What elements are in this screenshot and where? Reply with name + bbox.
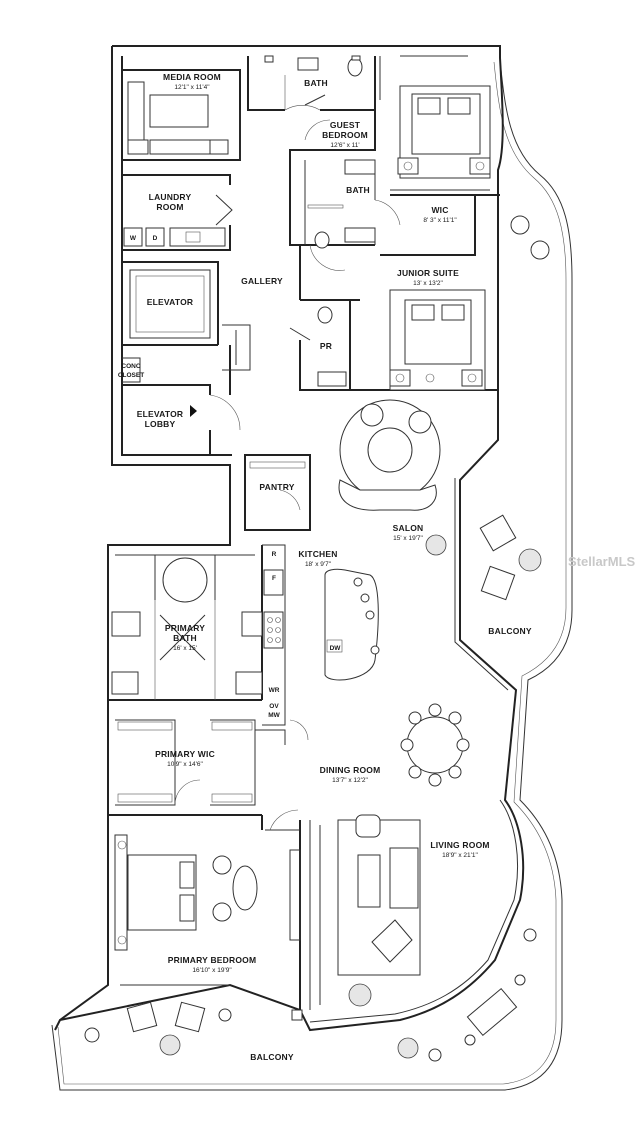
balcony-right-label: BALCONY bbox=[488, 626, 532, 636]
junior-suite-dim: 13' x 13'2" bbox=[413, 280, 443, 287]
balcony-left-furniture bbox=[84, 1001, 303, 1056]
guest-bed bbox=[397, 85, 491, 179]
primary-wic-label: PRIMARY WIC bbox=[155, 749, 215, 759]
kitchen-label: KITCHEN bbox=[298, 549, 337, 559]
elevator-label: ELEVATOR bbox=[147, 297, 193, 307]
dining-table bbox=[400, 703, 470, 787]
dryer-label: D bbox=[153, 235, 158, 242]
living-furniture bbox=[337, 814, 421, 1059]
guest-bedroom-label-1: GUEST bbox=[330, 120, 361, 130]
primary-wic-shelves bbox=[117, 721, 253, 803]
balcony-rail-right bbox=[51, 59, 573, 1091]
laundry-label-1: LAUNDRY bbox=[149, 192, 192, 202]
primary-bedroom-dim: 16'10" x 19'9" bbox=[192, 967, 232, 974]
bath-mid-fixtures bbox=[307, 159, 376, 249]
media-room-dim: 12'1" x 11'4" bbox=[174, 84, 210, 91]
bath-mid-label: BATH bbox=[346, 185, 370, 195]
junior-bed bbox=[389, 289, 486, 391]
door-swings bbox=[174, 75, 401, 831]
dishwasher-label: DW bbox=[330, 645, 342, 652]
bath-top-label: BATH bbox=[304, 78, 328, 88]
interior-walls bbox=[108, 55, 500, 1010]
conc-closet-label-2: CLOSET bbox=[118, 372, 144, 379]
oven-label: OV bbox=[269, 703, 279, 710]
pantry-shelves bbox=[249, 461, 306, 469]
conc-closet-label-1: CONC bbox=[121, 363, 140, 370]
balcony-table bbox=[428, 928, 537, 1062]
washer-label: W bbox=[130, 235, 137, 242]
junior-suite-label: JUNIOR SUITE bbox=[397, 268, 459, 278]
watermark: StellarMLS bbox=[568, 554, 636, 569]
wic-dim: 8' 3" x 11'1" bbox=[423, 217, 457, 224]
laundry-label-2: ROOM bbox=[156, 202, 183, 212]
powder-fixtures bbox=[317, 306, 347, 387]
primary-bath-fixtures bbox=[111, 557, 263, 700]
primary-bedroom-label: PRIMARY BEDROOM bbox=[168, 955, 256, 965]
elevator-cab bbox=[129, 269, 211, 339]
primary-bath-label-1: PRIMARY bbox=[165, 623, 205, 633]
guest-bedroom-label-2: BEDROOM bbox=[322, 130, 368, 140]
wine-room-label: WR bbox=[269, 687, 280, 694]
living-room-label: LIVING ROOM bbox=[430, 840, 489, 850]
salon-furniture bbox=[338, 399, 447, 556]
dining-room-label: DINING ROOM bbox=[320, 765, 381, 775]
elevator-lobby-label-2: LOBBY bbox=[145, 419, 176, 429]
wic-label: WIC bbox=[431, 205, 448, 215]
microwave-label: MW bbox=[268, 712, 280, 719]
elevator-arrow-icon bbox=[190, 405, 197, 417]
primary-bedroom-furniture bbox=[114, 834, 258, 951]
gallery-label: GALLERY bbox=[241, 276, 283, 286]
elevator-lobby-label-1: ELEVATOR bbox=[137, 409, 183, 419]
room-labels: MEDIA ROOM 12'1" x 11'4" BATH GUEST BEDR… bbox=[118, 72, 532, 1062]
guest-bedroom-dim: 12'6" x 11' bbox=[330, 142, 359, 149]
living-room-dim: 18'9" x 21'1" bbox=[442, 852, 478, 859]
primary-bath-label-2: BATH bbox=[173, 633, 197, 643]
salon-label: SALON bbox=[393, 523, 424, 533]
kitchen-fixtures bbox=[263, 568, 380, 681]
refrigerator-label: R bbox=[272, 551, 277, 558]
bath-top-fixtures bbox=[264, 55, 363, 77]
primary-bath-dim: 16' x 15' bbox=[173, 645, 197, 652]
pantry-label: PANTRY bbox=[259, 482, 294, 492]
powder-room-label: PR bbox=[320, 341, 332, 351]
salon-dim: 15' x 19'7" bbox=[393, 535, 423, 542]
balcony-bottom-label: BALCONY bbox=[250, 1052, 294, 1062]
media-room-label: MEDIA ROOM bbox=[163, 72, 221, 82]
laundry-fixtures bbox=[123, 227, 226, 247]
freezer-label: F bbox=[272, 575, 276, 582]
media-room-furniture bbox=[127, 81, 229, 155]
balcony-right-furniture bbox=[479, 215, 550, 601]
kitchen-dim: 18' x 9'7" bbox=[305, 561, 332, 568]
dining-room-dim: 13'7" x 12'2" bbox=[332, 777, 368, 784]
primary-wic-dim: 10'9" x 14'6" bbox=[167, 761, 203, 768]
exterior-walls bbox=[54, 45, 525, 1032]
